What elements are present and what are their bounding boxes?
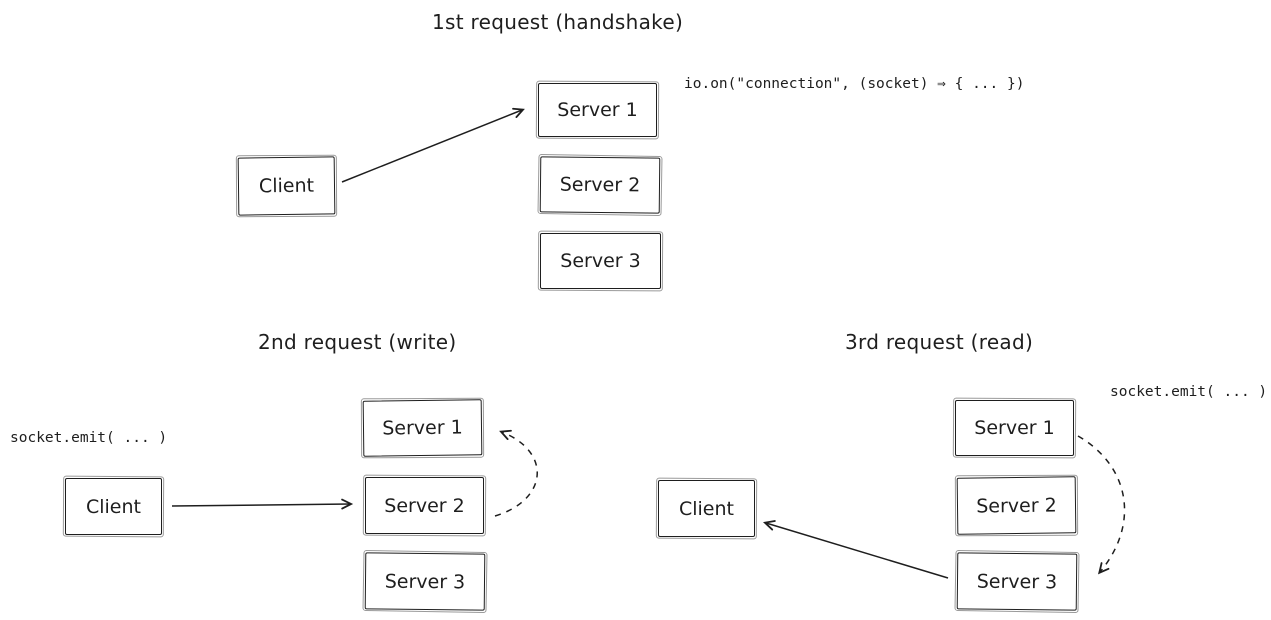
code-annotation-connection: io.on("connection", (socket) ⇒ { ... }) [684, 76, 1025, 92]
server-box-write-3: Server 3 [364, 552, 486, 611]
arrow-write-client-to-server2-icon [171, 498, 354, 510]
arrow-handshake-client-to-server1-icon [341, 107, 525, 183]
client-label: Client [258, 174, 315, 198]
server-label: Server 3 [976, 570, 1058, 593]
arrow-read-server1-to-server3-icon [1077, 435, 1126, 575]
server-box-read-2: Server 2 [956, 476, 1077, 535]
section-title-handshake: 1st request (handshake) [432, 10, 684, 34]
server-label: Server 1 [974, 417, 1055, 439]
section-title-read: 3rd request (read) [845, 330, 1034, 354]
section-title-write: 2nd request (write) [258, 330, 457, 354]
server-label: Server 1 [382, 416, 463, 440]
code-annotation-emit-write: socket.emit( ... ) [10, 430, 168, 446]
arrow-write-server2-to-server1-icon [494, 429, 538, 517]
server-box-write-2: Server 2 [365, 477, 484, 534]
server-label: Server 2 [559, 173, 641, 197]
client-box-write: Client [65, 478, 162, 535]
server-box-write-1: Server 1 [362, 399, 483, 457]
server-label: Server 3 [384, 570, 466, 593]
client-box-read: Client [658, 480, 755, 537]
arrow-read-server3-to-client-icon [762, 520, 949, 579]
server-label: Server 2 [976, 494, 1057, 517]
server-box-read-3: Server 3 [956, 552, 1078, 611]
server-label: Server 3 [560, 250, 641, 272]
client-label: Client [85, 495, 141, 518]
server-box-handshake-3: Server 3 [540, 233, 661, 289]
server-box-handshake-2: Server 2 [539, 156, 661, 214]
client-box-handshake: Client [237, 156, 336, 216]
server-label: Server 1 [557, 99, 638, 121]
client-label: Client [678, 497, 734, 520]
server-box-handshake-1: Server 1 [538, 83, 657, 137]
server-box-read-1: Server 1 [955, 400, 1074, 456]
code-annotation-emit-read: socket.emit( ... ) [1110, 384, 1268, 400]
server-label: Server 2 [384, 494, 465, 517]
